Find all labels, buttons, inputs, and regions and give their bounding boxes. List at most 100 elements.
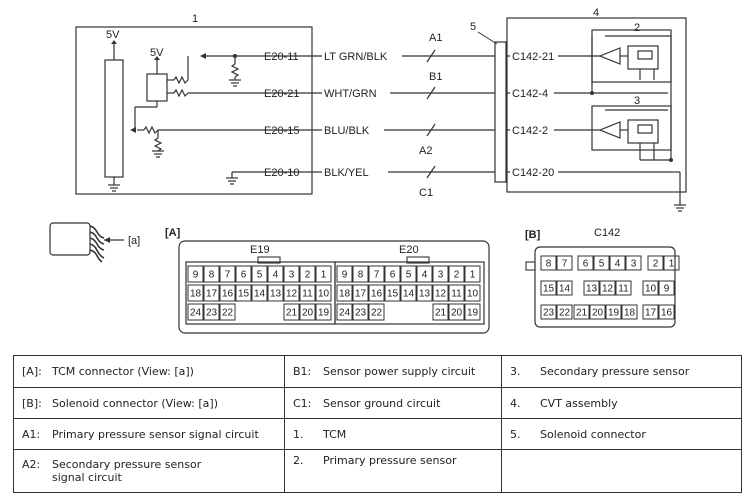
- pin-cell: [448, 284, 465, 302]
- conn-a-tag: [A]: [165, 227, 181, 239]
- legend-value: Sensor ground circuit: [323, 396, 441, 410]
- conn-a-half-frame: [334, 261, 485, 325]
- pin-cell: [251, 265, 268, 283]
- legend-cell: 1.TCM: [284, 418, 502, 450]
- legend-cell: B1: Sensor power supply circuit: [284, 355, 502, 388]
- pin-cell: [368, 284, 385, 302]
- pin-number: 16: [661, 308, 673, 319]
- pin-cell: [368, 265, 385, 283]
- sol-pin-4: C142-20: [512, 167, 554, 179]
- legend-key: B1:: [293, 365, 312, 378]
- pin-number: 11: [302, 289, 313, 300]
- legend-cell: [501, 449, 742, 493]
- legend-cell: 4.CVT assembly: [501, 387, 742, 419]
- pin-number: 8: [546, 259, 552, 270]
- connector-view-icon: [49, 222, 124, 263]
- pin-cell: [432, 284, 449, 302]
- pin-cell: [589, 304, 606, 320]
- conn-a-latch: [257, 256, 281, 264]
- pin-cell: [540, 304, 557, 320]
- sol-pin-3: C142-2: [512, 125, 548, 137]
- pin-cell: [400, 265, 417, 283]
- sensor2-number-label: 2: [634, 22, 640, 34]
- pin-number: 17: [355, 289, 367, 300]
- conn-b-name: C142: [594, 227, 620, 239]
- pin-number: 1: [321, 270, 327, 281]
- pin-cell: [299, 265, 316, 283]
- conn-a-e20: E20: [399, 244, 419, 256]
- pin-cell: [583, 280, 600, 296]
- pin-number: 16: [222, 289, 234, 300]
- pin-number: 15: [238, 289, 250, 300]
- circuit-label-4: C1: [419, 187, 433, 199]
- legend-cell: C1: Sensor ground circuit: [284, 387, 502, 419]
- wire-color-4: BLK/YEL: [324, 167, 369, 179]
- legend-value: Secondary pressure sensor signal circuit: [52, 458, 202, 484]
- pin-number: 2: [454, 270, 460, 281]
- pin-cell: [384, 284, 401, 302]
- pin-number: 3: [289, 270, 295, 281]
- pin-cell: [400, 284, 417, 302]
- pin-cell: [235, 265, 252, 283]
- pin-number: 4: [422, 270, 428, 281]
- legend-key: [A]:: [22, 365, 42, 378]
- legend-key: A2:: [22, 458, 41, 471]
- pin-cell: [336, 284, 353, 302]
- conn-a-latch: [406, 256, 430, 264]
- pin-cell: [599, 280, 616, 296]
- conn-b-shell: [534, 246, 676, 328]
- legend-value: Solenoid connector (View: [a]): [52, 396, 218, 410]
- pin-number: 23: [206, 308, 218, 319]
- pin-cell: [251, 284, 268, 302]
- pin-cell: [642, 280, 659, 296]
- pin-number: 9: [664, 284, 670, 295]
- pin-cell: [593, 255, 610, 271]
- legend-cell: A1: Primary pressure sensor signal circui…: [13, 418, 285, 450]
- pin-cell: [203, 265, 220, 283]
- pin-cell: [556, 255, 573, 271]
- pin-number: 23: [543, 308, 555, 319]
- pin-cell: [464, 303, 481, 321]
- pin-cell: [577, 255, 594, 271]
- wire-color-3: BLU/BLK: [324, 125, 370, 137]
- legend-key: C1:: [293, 396, 312, 410]
- secondary-pressure-sensor: [591, 105, 672, 151]
- pin-cell: [315, 265, 332, 283]
- tcm-5v-sub-label: 5V: [150, 47, 164, 59]
- pin-number: 24: [339, 308, 351, 319]
- pin-cell: [658, 304, 675, 320]
- legend-value: TCM connector (View: [a]): [52, 365, 194, 378]
- pin-cell: [267, 284, 284, 302]
- legend-key: A1:: [22, 427, 41, 441]
- pin-number: 6: [241, 270, 247, 281]
- legend-key: 1.: [293, 427, 304, 441]
- legend-value: Sensor power supply circuit: [323, 365, 476, 378]
- pin-number: 2: [305, 270, 311, 281]
- pin-number: 13: [586, 284, 598, 295]
- pin-number: 20: [592, 308, 604, 319]
- pin-cell: [432, 265, 449, 283]
- legend-key: 3.: [510, 365, 521, 378]
- solenoid-number-label: 5: [470, 21, 476, 33]
- pin-number: 17: [206, 289, 218, 300]
- pin-cell: [448, 265, 465, 283]
- legend-value: Primary pressure sensor signal circuit: [52, 427, 259, 441]
- pin-number: 23: [355, 308, 367, 319]
- conn-b-tag: [B]: [525, 229, 541, 241]
- pin-number: 20: [451, 308, 463, 319]
- pin-cell: [283, 265, 300, 283]
- wiring-diagram: 1 4 5 2 3 5V 5V E20-11 E20-21 E20-15 E20…: [49, 7, 687, 334]
- pin-number: 9: [342, 270, 348, 281]
- pin-cell: [647, 255, 664, 271]
- pin-number: 22: [371, 308, 383, 319]
- conn-a-shell: [178, 240, 490, 334]
- pin-number: 14: [254, 289, 266, 300]
- pin-cell: [625, 255, 642, 271]
- pin-cell: [352, 303, 369, 321]
- legend-cell: 3.Secondary pressure sensor: [501, 355, 742, 388]
- pin-number: 11: [618, 284, 629, 295]
- pin-number: 21: [435, 308, 447, 319]
- cvt-number-label: 4: [593, 7, 599, 19]
- pin-number: 13: [419, 289, 431, 300]
- pin-cell: [187, 303, 204, 321]
